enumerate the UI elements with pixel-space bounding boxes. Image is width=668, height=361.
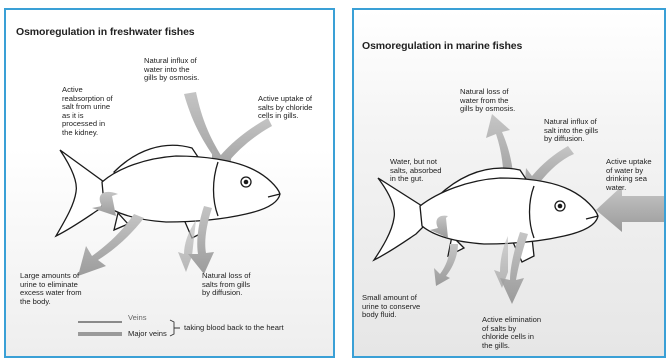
veins-legend-label: Veins <box>128 314 147 323</box>
legend-note: taking blood back to the heart <box>184 324 284 333</box>
drinking-arrow <box>596 186 666 232</box>
urine-arrow <box>78 214 144 276</box>
urine-label: Small amount of urine to conserve body f… <box>362 294 420 320</box>
major-veins-legend-label: Major veins <box>128 330 167 339</box>
drinking-label: Active uptake of water by drinking sea w… <box>606 158 652 192</box>
panel-title: Osmoregulation in marine fishes <box>362 40 522 52</box>
salt-influx-label: Natural influx of salt into the gills by… <box>544 118 598 144</box>
freshwater-panel: Osmoregulation in freshwater fishes Natu… <box>4 8 335 358</box>
gut-absorption-label: Water, but not salts, absorbed in the gu… <box>390 158 442 184</box>
uptake-label: Active uptake of salts by chloride cells… <box>258 95 312 121</box>
panel-title: Osmoregulation in freshwater fishes <box>16 26 195 38</box>
salt-elimination-label: Active elimination of salts by chloride … <box>482 316 541 350</box>
water-loss-label: Natural loss of water from the gills by … <box>460 88 515 114</box>
freshwater-fish <box>56 145 280 238</box>
influx-label: Natural influx of water into the gills b… <box>144 57 199 83</box>
urine-label: Large amounts of urine to eliminate exce… <box>20 272 82 306</box>
salt-loss-label: Natural loss of salts from gills by diff… <box>202 272 251 298</box>
legend-bracket <box>170 320 180 336</box>
urine-arrow <box>434 244 458 286</box>
reabsorption-label: Active reabsorption of salt from urine a… <box>62 86 113 138</box>
marine-panel: Osmoregulation in marine fishes Natural … <box>352 8 666 358</box>
